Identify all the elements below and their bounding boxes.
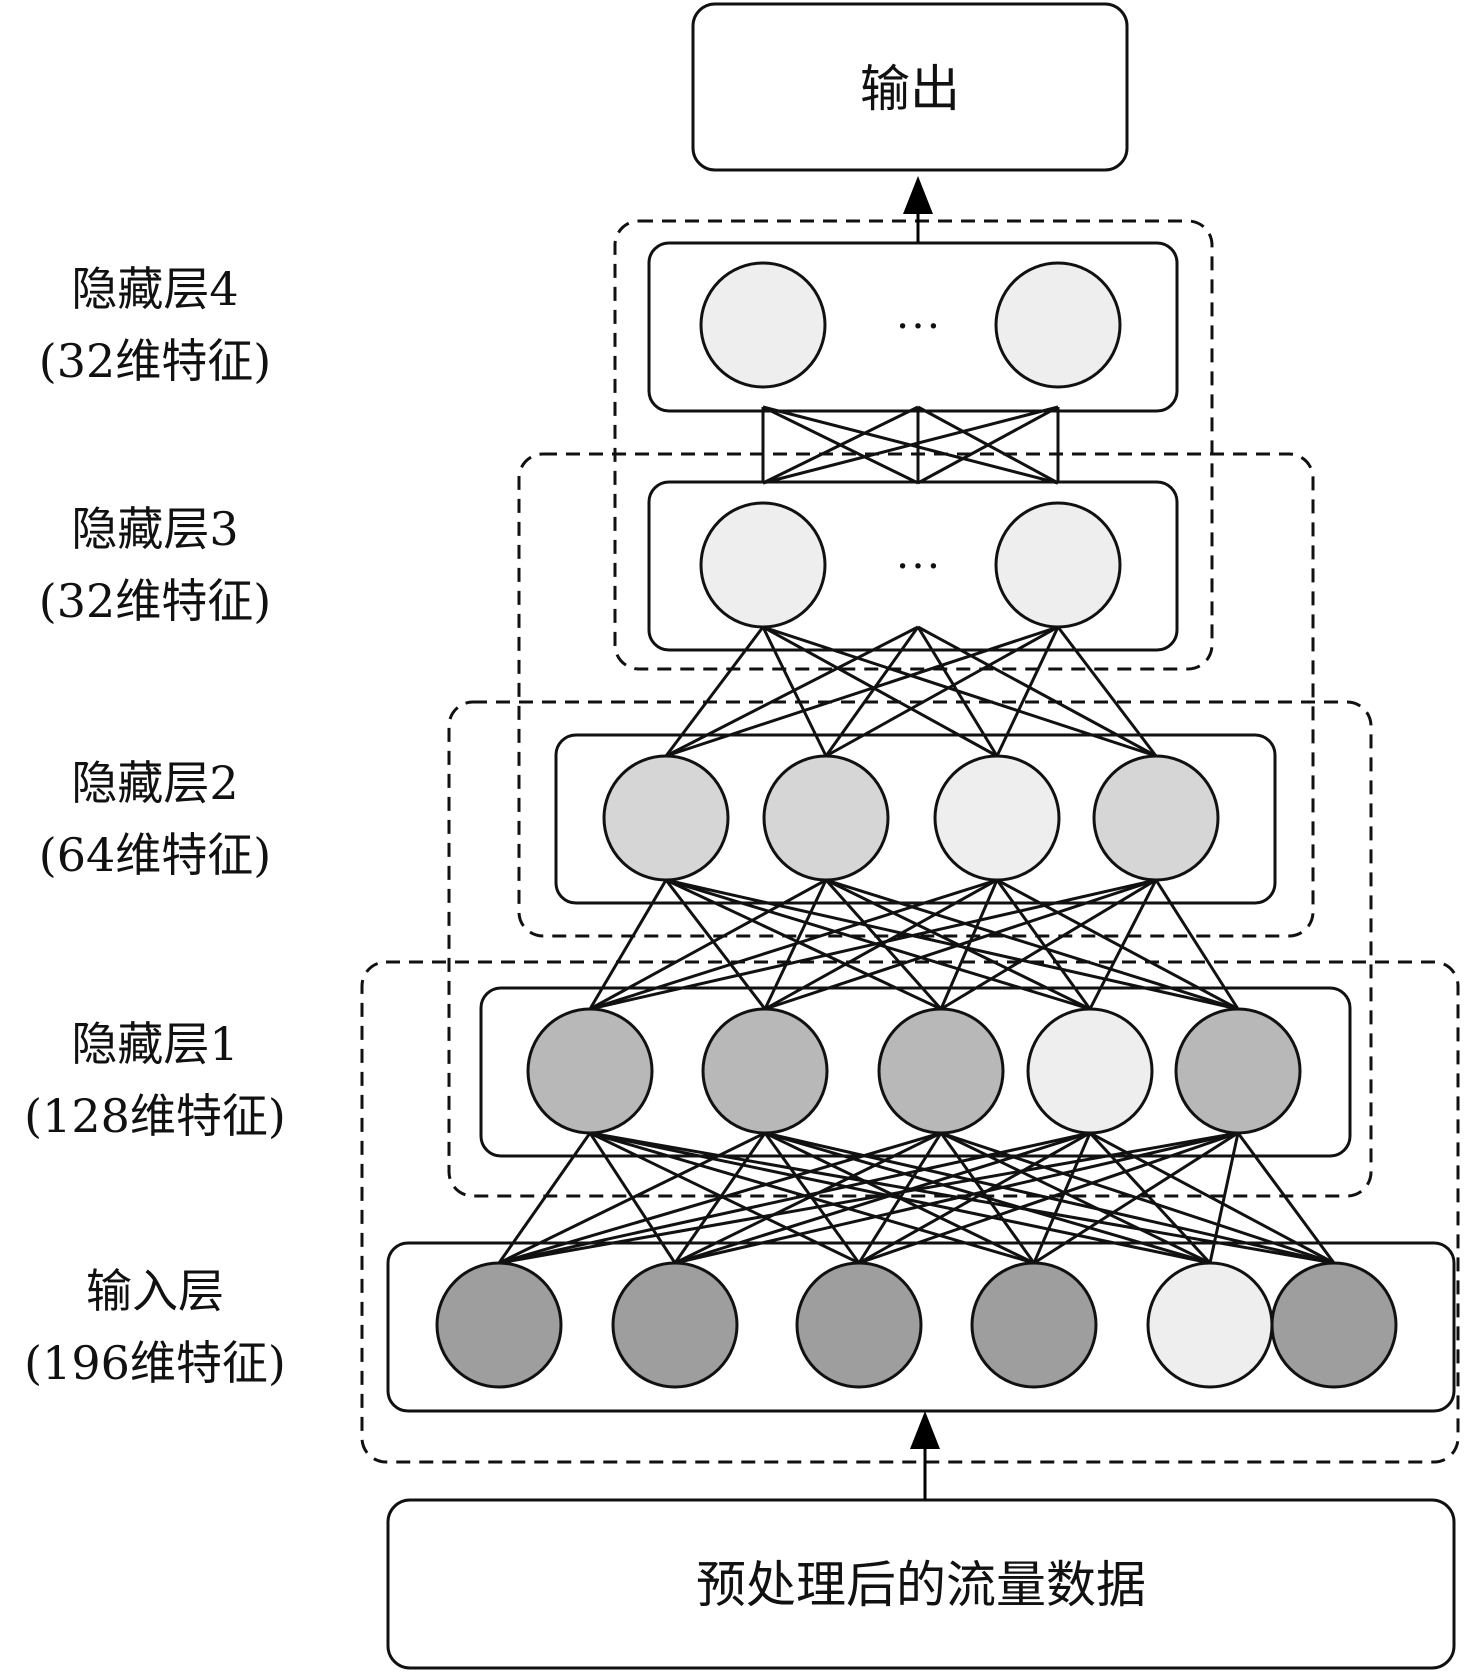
node-input-6 (1270, 1261, 1398, 1389)
arrow-to-output-head (903, 176, 933, 214)
edge-hidden2-1-to-hidden3-1 (824, 626, 920, 757)
layer-dims-hidden2: (64维特征) (39, 828, 271, 882)
node-input-5 (1146, 1261, 1274, 1389)
edge-hidden3-1-to-hidden4-2 (917, 405, 1059, 485)
layer-dims-hidden4: (32维特征) (39, 334, 271, 388)
node-hidden4-2 (994, 261, 1122, 389)
node-hidden2-4 (1092, 754, 1220, 882)
node-hidden2-3 (933, 754, 1061, 882)
layer-name-hidden2: 隐藏层2 (71, 756, 238, 810)
layer-name-hidden1: 隐藏层1 (71, 1017, 238, 1071)
dashed-frame-encoder-inner (613, 219, 1214, 671)
output-label: 输出 (860, 60, 960, 118)
node-hidden1-5 (1174, 1007, 1302, 1135)
layer-name-hidden4: 隐藏层4 (71, 262, 238, 316)
node-hidden3-1 (699, 501, 827, 629)
layer-dims-hidden3: (32维特征) (39, 574, 271, 628)
layer-dims-hidden1: (128维特征) (24, 1089, 286, 1143)
node-input-2 (611, 1261, 739, 1389)
layer-box-hidden2 (554, 733, 1277, 905)
edge-hidden2-2-to-hidden3-1 (916, 626, 999, 757)
node-hidden1-2 (701, 1007, 829, 1135)
dashed-frame-encoder-outer (360, 960, 1460, 1464)
layer-box-hidden4 (647, 241, 1179, 413)
output-box (691, 2, 1129, 172)
layer-box-input (386, 1241, 1456, 1413)
node-input-3 (795, 1261, 923, 1389)
edge-hidden2-2-to-hidden3-2 (995, 626, 1060, 757)
ellipsis-hidden4: … (895, 287, 941, 338)
layer-name-hidden3: 隐藏层3 (71, 502, 238, 556)
edge-hidden3-0-to-hidden4-2 (762, 405, 1059, 485)
node-input-1 (435, 1261, 563, 1389)
dashed-frame-encoder-second (447, 700, 1373, 1198)
node-hidden1-1 (526, 1007, 654, 1135)
edge-hidden1-4-to-hidden2-3 (1154, 879, 1240, 1010)
layer-boxes (386, 241, 1456, 1413)
node-hidden2-1 (602, 754, 730, 882)
node-input-4 (970, 1261, 1098, 1389)
dashed-frames (360, 219, 1460, 1464)
dashed-frame-encoder-third (517, 452, 1315, 938)
arrow-from-input-data-head (910, 1411, 940, 1449)
edge-hidden2-0-to-hidden3-0 (664, 626, 765, 757)
node-hidden1-4 (1026, 1007, 1154, 1135)
ellipsis-hidden3: … (895, 527, 941, 578)
node-hidden3-2 (994, 501, 1122, 629)
neuron-nodes (435, 261, 1398, 1389)
layer-box-hidden3 (647, 480, 1179, 652)
edge-hidden2-3-to-hidden3-2 (1056, 626, 1158, 757)
edge-hidden2-3-to-hidden3-1 (917, 625, 1157, 758)
node-hidden1-3 (877, 1007, 1005, 1135)
layer-box-hidden1 (479, 986, 1352, 1158)
layer-name-input: 输入层 (86, 1264, 224, 1318)
layer-dims-input: (196维特征) (24, 1336, 286, 1390)
edge-hidden1-0-to-hidden2-3 (589, 878, 1157, 1011)
input-data-box (386, 1498, 1456, 1670)
layer-labels: 隐藏层4 (32维特征) 隐藏层3 (32维特征) 隐藏层2 (64维特征) 隐… (24, 262, 286, 1390)
input-data-label: 预处理后的流量数据 (696, 1556, 1146, 1614)
node-hidden2-2 (762, 754, 890, 882)
node-hidden4-1 (699, 261, 827, 389)
edge-hidden3-0-to-hidden4-1 (762, 405, 919, 485)
